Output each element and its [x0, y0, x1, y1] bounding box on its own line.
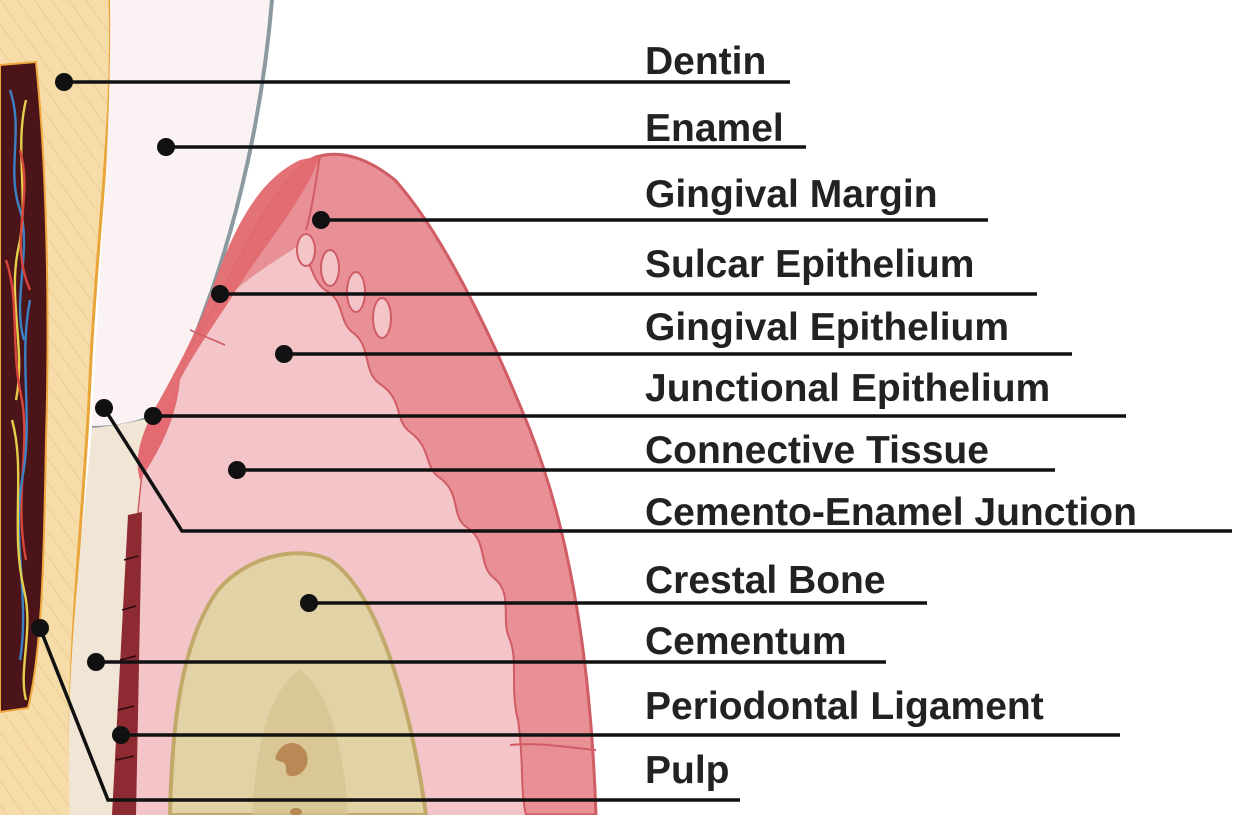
label-gingival-margin: Gingival Margin — [645, 173, 938, 216]
label-periodontal-ligament: Periodontal Ligament — [645, 685, 1044, 728]
label-pulp: Pulp — [645, 749, 730, 792]
label-connective-tissue: Connective Tissue — [645, 429, 989, 472]
dot-gingival-epithelium — [275, 345, 293, 363]
dot-cementum — [87, 653, 105, 671]
label-cemento-enamel-junction: Cemento-Enamel Junction — [645, 491, 1137, 534]
label-sulcar-epithelium: Sulcar Epithelium — [645, 243, 974, 286]
dot-crestal-bone — [300, 594, 318, 612]
label-cementum: Cementum — [645, 620, 847, 663]
dot-sulcar-epithelium — [211, 285, 229, 303]
dot-connective-tissue — [228, 461, 246, 479]
dot-enamel — [157, 138, 175, 156]
label-junctional-epithelium: Junctional Epithelium — [645, 367, 1050, 410]
label-crestal-bone: Crestal Bone — [645, 559, 886, 602]
dot-dentin — [55, 73, 73, 91]
dot-cemento-enamel-junction — [95, 399, 113, 417]
dot-pulp — [31, 619, 49, 637]
label-dentin: Dentin — [645, 40, 766, 83]
label-gingival-epithelium: Gingival Epithelium — [645, 306, 1009, 349]
dot-periodontal-ligament — [112, 726, 130, 744]
dot-gingival-margin — [312, 211, 330, 229]
dot-junctional-epithelium — [144, 407, 162, 425]
label-enamel: Enamel — [645, 107, 784, 150]
